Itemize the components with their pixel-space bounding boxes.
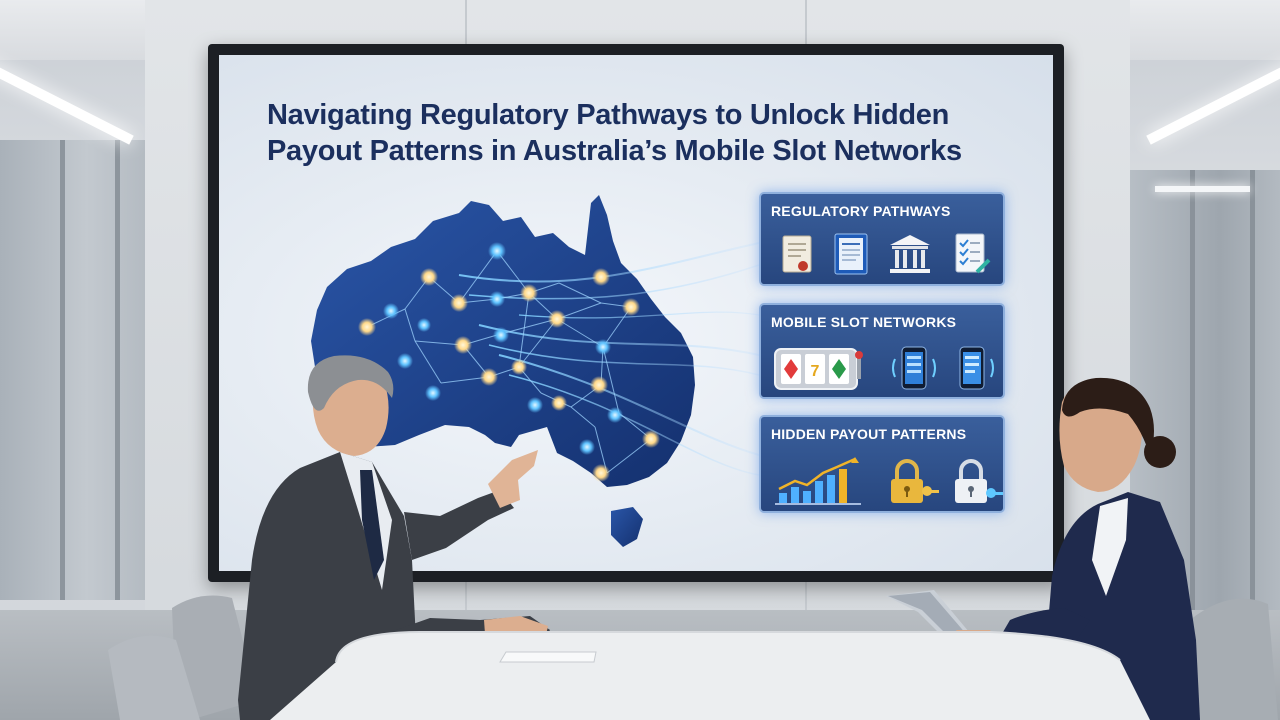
card-label: REGULATORY PATHWAYS — [771, 203, 951, 219]
padlock-icon — [891, 459, 939, 503]
table-edge — [335, 631, 1121, 663]
chair-right — [1190, 598, 1278, 720]
smartphone-icon — [959, 346, 994, 390]
window-mullion — [115, 140, 120, 600]
svg-text:7: 7 — [811, 363, 820, 380]
card-label: MOBILE SLOT NETWORKS — [771, 314, 957, 330]
card-icons — [761, 453, 1003, 511]
conference-table — [270, 632, 1150, 720]
title-line-1: Navigating Regulatory Pathways to Unlock… — [267, 99, 950, 131]
card-hidden-payout-patterns: HIDDEN PAYOUT PATTERNS — [759, 415, 1005, 513]
certificate-icon — [782, 235, 812, 273]
padlock-icon — [955, 459, 1003, 503]
glass-wall-right — [1130, 170, 1280, 620]
ceiling-light-far — [1155, 186, 1250, 192]
glass-wall-left — [0, 140, 145, 600]
card-icons — [761, 226, 1003, 284]
card-regulatory-pathways: REGULATORY PATHWAYS — [759, 192, 1005, 286]
australia-network-map — [311, 195, 760, 547]
network-nodes-cool — [383, 242, 623, 455]
card-label: HIDDEN PAYOUT PATTERNS — [771, 426, 967, 442]
network-nodes-warm — [358, 268, 660, 482]
title-line-2: Payout Patterns in Australia’s Mobile Sl… — [267, 135, 962, 167]
tasmania — [611, 507, 643, 547]
card-mobile-slot-networks: MOBILE SLOT NETWORKS 7 — [759, 303, 1005, 399]
document-icon — [834, 233, 868, 275]
checklist-icon — [955, 233, 991, 274]
window-mullion — [1250, 170, 1255, 620]
window-mullion — [1190, 170, 1195, 620]
bank-building-icon — [890, 235, 930, 273]
card-icons: 7 — [761, 339, 1003, 397]
presentation-title: Navigating Regulatory Pathways to Unlock… — [267, 97, 1027, 169]
chair-left-front — [108, 635, 200, 720]
slot-machine-icon: 7 — [774, 348, 863, 390]
smartphone-icon — [892, 346, 936, 390]
notepad — [499, 651, 597, 663]
chair-left-back — [172, 595, 258, 720]
bar-chart-icon — [775, 457, 861, 505]
window-mullion — [60, 140, 65, 600]
